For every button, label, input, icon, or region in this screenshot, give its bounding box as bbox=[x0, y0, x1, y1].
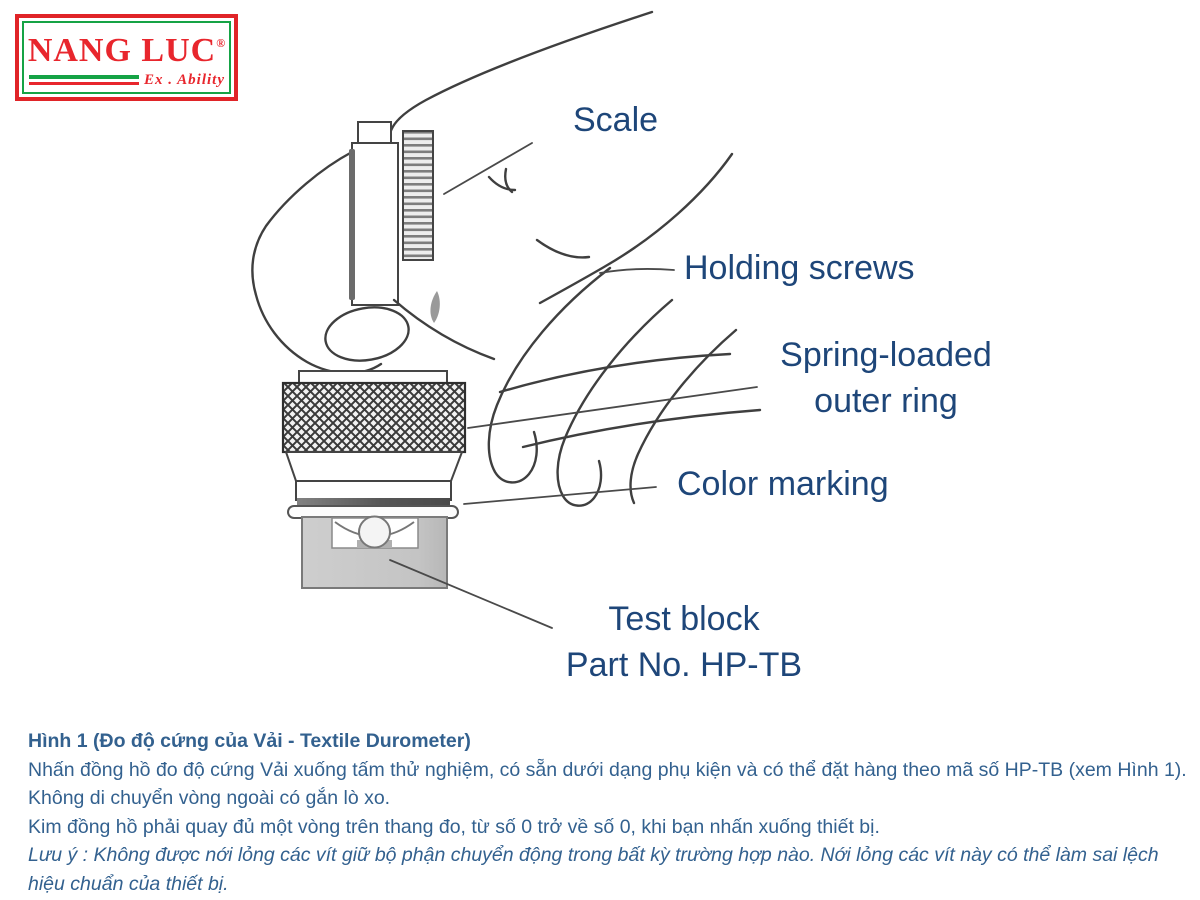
spring-loaded-outer-ring bbox=[281, 381, 467, 454]
leader-lines bbox=[389, 142, 758, 629]
label-test-block-line1: Test block bbox=[608, 600, 760, 638]
ring-top-rim bbox=[298, 370, 448, 384]
ring-taper bbox=[284, 451, 464, 482]
leader-color-marking bbox=[463, 486, 657, 505]
lower-cylinder bbox=[295, 480, 452, 501]
label-spring-line1: Spring-loaded bbox=[780, 336, 992, 374]
dial-body bbox=[351, 142, 399, 306]
label-holding-screws: Holding screws bbox=[684, 249, 915, 287]
color-marking-band bbox=[297, 498, 450, 507]
logo-tagline: Ex . Ability bbox=[143, 71, 225, 88]
logo-brand-text: NANG LUC® bbox=[19, 26, 234, 68]
caption-title: Hình 1 (Đo độ cứng của Vải - Textile Dur… bbox=[28, 730, 471, 752]
caption-line-3: Kim đồng hồ phải quay đủ một vòng trên t… bbox=[28, 815, 880, 838]
label-spring-loaded-outer-ring: Spring-loaded outer ring bbox=[752, 332, 1020, 424]
label-test-block: Test block Part No. HP-TB bbox=[553, 596, 815, 688]
durometer-device bbox=[281, 121, 467, 589]
dial-edge-shadow bbox=[349, 149, 355, 300]
figure-caption: Hình 1 (Đo độ cứng của Vải - Textile Dur… bbox=[28, 727, 1187, 898]
registered-mark: ® bbox=[216, 36, 226, 50]
logo-inner-border bbox=[22, 21, 231, 94]
logo-bottom-row: Ex . Ability bbox=[29, 72, 225, 88]
thumb-tip bbox=[324, 306, 410, 362]
label-color-marking: Color marking bbox=[677, 465, 889, 503]
leader-spring-ring bbox=[467, 386, 758, 429]
thumb-nail bbox=[430, 291, 440, 323]
leader-test-block bbox=[389, 559, 553, 629]
hand-back-outline bbox=[251, 10, 734, 375]
logo-stripe-green bbox=[29, 75, 139, 79]
label-scale: Scale bbox=[573, 101, 659, 139]
caption-note-line-2: hiệu chuẩn của thiết bị. bbox=[28, 872, 229, 895]
logo-stripes bbox=[29, 75, 139, 85]
dial-cap bbox=[357, 121, 392, 144]
scale-knob-ribbed bbox=[402, 130, 434, 261]
nang-luc-logo: NANG LUC® Ex . Ability bbox=[15, 14, 238, 101]
leader-scale bbox=[443, 142, 533, 195]
indenter-ball bbox=[358, 515, 391, 549]
logo-stripe-red bbox=[29, 81, 139, 85]
leader-holding-screws bbox=[599, 268, 675, 274]
logo-brand-name: NANG LUC bbox=[27, 32, 217, 69]
label-spring-line2: outer ring bbox=[814, 382, 958, 420]
caption-note-line-1: Lưu ý : Không được nới lỏng các vít giữ … bbox=[28, 844, 1159, 866]
durometer-illustration bbox=[251, 10, 762, 629]
label-test-block-line2: Part No. HP-TB bbox=[565, 646, 803, 684]
caption-line-2: Không di chuyển vòng ngoài có gắn lò xo. bbox=[28, 787, 391, 809]
caption-line-1: Nhấn đồng hồ đo độ cứng Vải xuống tấm th… bbox=[28, 758, 1187, 781]
